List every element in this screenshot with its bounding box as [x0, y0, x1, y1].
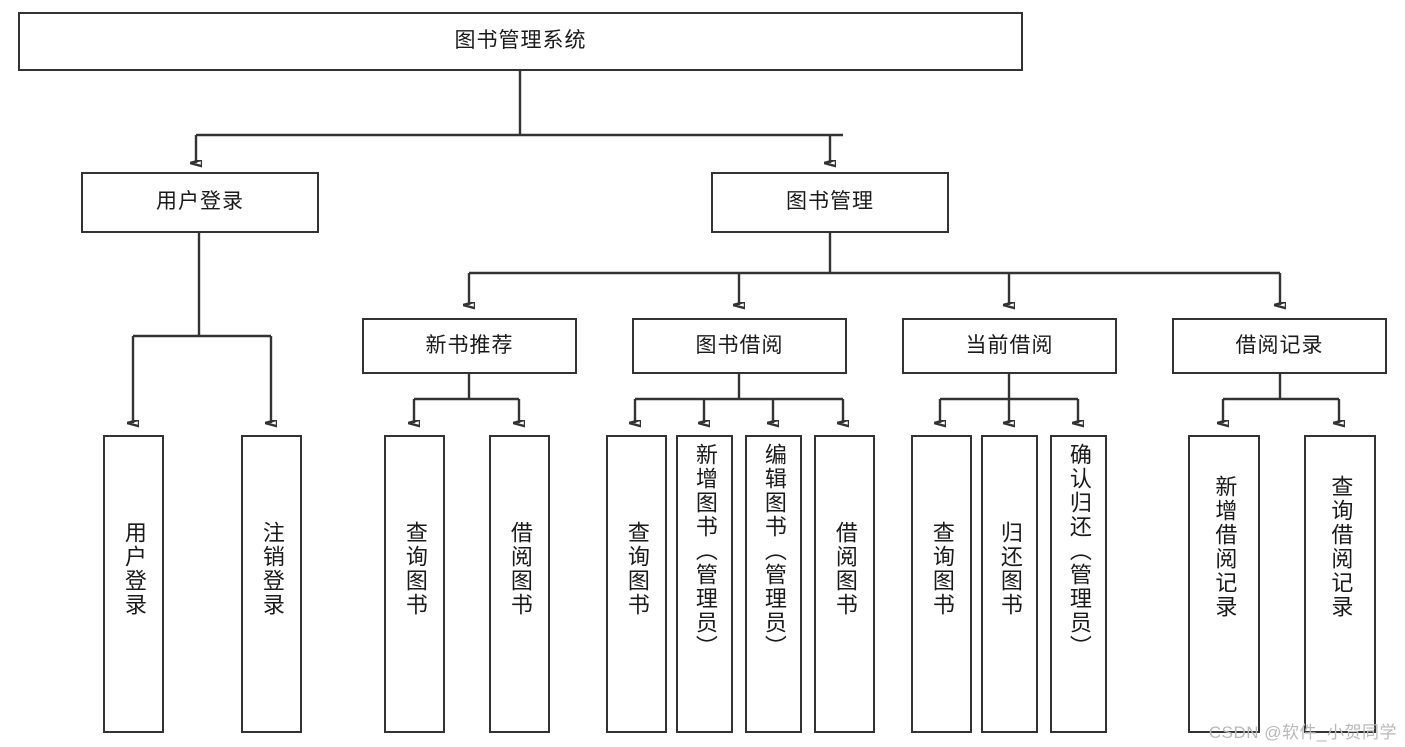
node-leaf-edit-book-label: 编辑图书（管理员）: [761, 443, 787, 659]
node-leaf-edit-book[interactable]: 编辑图书（管理员）: [745, 435, 802, 733]
node-leaf-confirm-return-label: 确认归还（管理员）: [1066, 443, 1092, 659]
node-leaf-query-book-2[interactable]: 查询图书: [606, 435, 667, 733]
node-current-borrow-label: 当前借阅: [965, 333, 1054, 357]
node-leaf-query-book-3[interactable]: 查询图书: [911, 435, 972, 733]
node-leaf-add-record[interactable]: 新增借阅记录: [1188, 435, 1260, 733]
node-book-borrow[interactable]: 图书借阅: [632, 318, 847, 374]
node-borrow-record-label: 借阅记录: [1235, 333, 1324, 357]
node-root[interactable]: 图书管理系统: [18, 12, 1023, 71]
node-user-login[interactable]: 用户登录: [81, 172, 319, 233]
node-borrow-record[interactable]: 借阅记录: [1172, 318, 1387, 374]
node-new-book-recommend[interactable]: 新书推荐: [362, 318, 577, 374]
node-root-label: 图书管理系统: [454, 29, 587, 53]
node-leaf-return-book-label: 归还图书: [997, 521, 1023, 617]
node-leaf-confirm-return[interactable]: 确认归还（管理员）: [1050, 435, 1107, 733]
node-book-manage[interactable]: 图书管理: [711, 172, 949, 233]
node-leaf-borrow-book-2-label: 借阅图书: [832, 521, 858, 617]
node-leaf-query-book-3-label: 查询图书: [929, 521, 955, 617]
node-leaf-user-login[interactable]: 用户登录: [103, 435, 164, 733]
node-leaf-logout-label: 注销登录: [259, 521, 285, 617]
node-leaf-borrow-book-2[interactable]: 借阅图书: [814, 435, 875, 733]
watermark: CSDN @软件_小贺同学: [1208, 723, 1397, 742]
node-leaf-add-book[interactable]: 新增图书（管理员）: [676, 435, 733, 733]
node-leaf-query-book-1-label: 查询图书: [402, 521, 428, 617]
node-leaf-logout[interactable]: 注销登录: [241, 435, 302, 733]
node-leaf-query-book-1[interactable]: 查询图书: [384, 435, 445, 733]
node-leaf-borrow-book-1-label: 借阅图书: [507, 521, 533, 617]
node-leaf-borrow-book-1[interactable]: 借阅图书: [489, 435, 550, 733]
node-leaf-user-login-label: 用户登录: [121, 521, 147, 617]
node-leaf-query-book-2-label: 查询图书: [624, 521, 650, 617]
node-current-borrow[interactable]: 当前借阅: [902, 318, 1117, 374]
node-user-login-label: 用户登录: [156, 190, 244, 214]
node-new-book-recommend-label: 新书推荐: [425, 333, 514, 357]
node-leaf-add-record-label: 新增借阅记录: [1212, 475, 1238, 619]
node-leaf-add-book-label: 新增图书（管理员）: [692, 443, 718, 659]
node-leaf-query-record[interactable]: 查询借阅记录: [1304, 435, 1376, 733]
node-leaf-query-record-label: 查询借阅记录: [1328, 475, 1354, 619]
node-leaf-return-book[interactable]: 归还图书: [981, 435, 1038, 733]
node-book-borrow-label: 图书借阅: [695, 333, 784, 357]
node-book-manage-label: 图书管理: [786, 190, 874, 214]
